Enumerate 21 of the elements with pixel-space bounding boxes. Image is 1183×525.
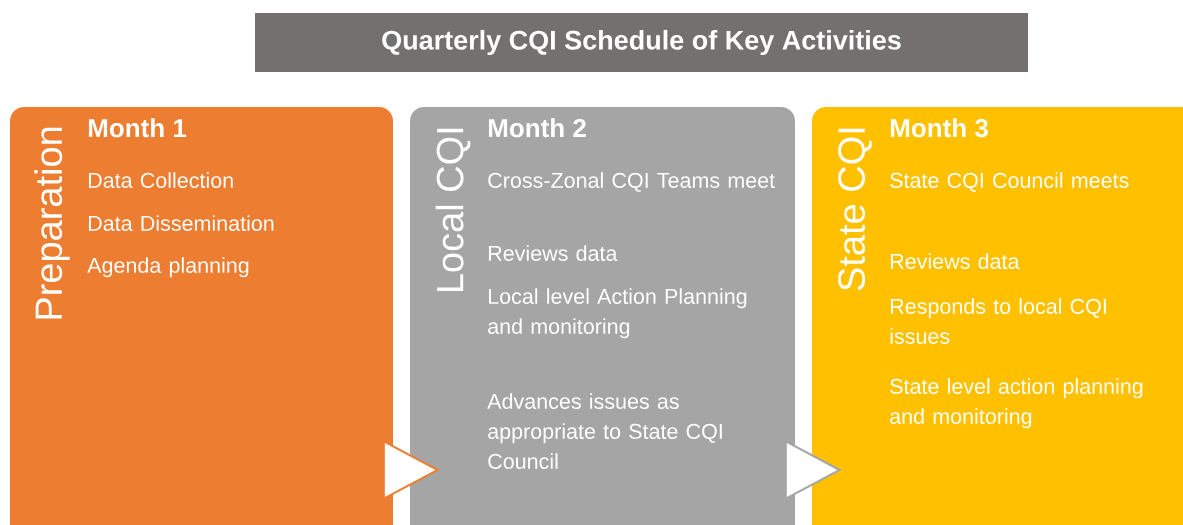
activity-text: Reviews data — [890, 253, 1020, 269]
month-heading: Month 3 — [890, 118, 988, 138]
month-heading: Month 1 — [88, 118, 187, 138]
activity-text: Reviews data — [488, 245, 618, 261]
activity-text: Data Dissemination — [88, 215, 274, 231]
stage-label: Preparation — [34, 127, 70, 319]
activity-text: State CQI Council meets — [890, 172, 1129, 192]
activity-text: Cross-Zonal CQI Teams meet — [488, 172, 775, 192]
activity-text: Local level Action Planning and monitoring — [488, 288, 747, 339]
month-heading: Month 2 — [488, 118, 586, 138]
stage-label: Local CQI — [435, 128, 471, 292]
title-banner: Quarterly CQI Schedule of Key Activities — [255, 13, 1028, 72]
activity-text: Data Collection — [88, 172, 233, 188]
stage-panel — [10, 107, 393, 525]
activity-text: Advances issues as appropriate to State CQI Council — [487, 393, 722, 469]
activity-text: Responds to local CQI issues — [890, 298, 1106, 344]
stage-label: State CQI — [838, 128, 872, 291]
activity-text: State level action planning and monitoring — [890, 378, 1143, 429]
stage-panel — [812, 107, 1183, 525]
activity-text: Agenda planning — [87, 257, 249, 278]
stage-panel — [410, 107, 795, 525]
